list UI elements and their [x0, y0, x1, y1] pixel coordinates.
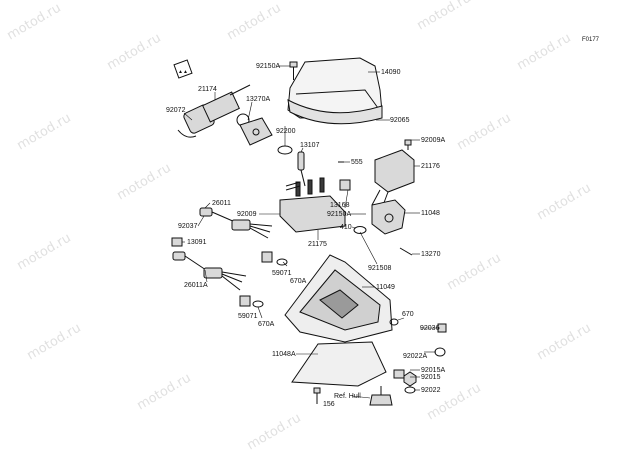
- label-410: 410: [340, 224, 352, 231]
- watermark: motod.ru: [515, 31, 574, 74]
- part-connector-13168: [339, 179, 351, 191]
- part-screw-156: [313, 387, 321, 404]
- watermark: motod.ru: [455, 111, 514, 154]
- watermark: motod.ru: [15, 231, 74, 274]
- watermark: motod.ru: [5, 1, 64, 44]
- part-case-11049: [284, 254, 393, 343]
- tag-icon: ▲▲: [173, 59, 193, 79]
- part-unit-21176: [371, 139, 415, 209]
- part-hull-mount: [369, 386, 393, 406]
- label-59071-2: 59071: [238, 313, 258, 320]
- label-11048a: 11048A: [272, 351, 296, 358]
- label-13168: 13168: [330, 202, 350, 209]
- part-bracket-13270a: [239, 117, 273, 146]
- label-26011a: 26011A: [184, 282, 208, 289]
- part-cover-14090: [287, 57, 383, 125]
- watermark: motod.ru: [135, 371, 194, 414]
- label-21176: 21176: [421, 163, 440, 170]
- label-92037: 92037: [178, 223, 198, 230]
- watermark: motod.ru: [105, 31, 164, 74]
- label-92150a-2: 92150A: [327, 211, 351, 218]
- label-ref-hull: Ref. Hull: [334, 393, 361, 400]
- watermark: motod.ru: [445, 251, 504, 294]
- label-11049: 11049: [376, 284, 395, 291]
- part-clip-92072: [177, 129, 197, 138]
- label-670a-2: 670A: [258, 321, 275, 328]
- label-11048: 11048: [421, 210, 440, 217]
- label-92009a: 92009A: [421, 137, 445, 144]
- watermark: motod.ru: [115, 161, 174, 204]
- part-washer-410: [353, 226, 367, 234]
- part-cap-13091: [171, 237, 183, 247]
- label-92015a: 92015A: [421, 367, 445, 374]
- label-13091: 13091: [187, 239, 207, 246]
- diagram-code: F0177: [582, 37, 600, 43]
- part-hardware-92015a: [393, 369, 405, 379]
- label-92072: 92072: [166, 107, 186, 114]
- label-21175: 21175: [308, 241, 327, 248]
- label-13270a: 13270A: [246, 96, 270, 103]
- part-bolt-92150a: [289, 61, 298, 80]
- label-92200: 92200: [276, 128, 296, 135]
- label-92022: 92022: [421, 387, 441, 394]
- label-13270: 13270: [421, 251, 441, 258]
- label-92150a: 92150A: [256, 63, 280, 70]
- part-cable-13107: [297, 151, 306, 187]
- part-hardware-92022: [404, 386, 416, 394]
- part-oring-670: [389, 318, 399, 326]
- label-92009: 92009: [237, 211, 257, 218]
- part-cord-26011a: [172, 251, 247, 291]
- label-670a: 670A: [290, 278, 307, 285]
- watermark: motod.ru: [535, 321, 594, 364]
- label-92036: 92036: [420, 325, 440, 332]
- watermark: motod.ru: [535, 181, 594, 224]
- watermark: motod.ru: [225, 1, 284, 44]
- watermark: motod.ru: [415, 0, 474, 33]
- part-washer-92200: [277, 145, 293, 155]
- label-26011: 26011: [212, 200, 231, 207]
- part-labels: 92150A 14090 21174 13270A 92072 92200 92…: [166, 63, 445, 408]
- part-cord-26011: [199, 207, 273, 239]
- label-13107: 13107: [300, 142, 320, 149]
- leader-lines: [182, 65, 440, 399]
- part-hardware-92015: [403, 371, 417, 387]
- label-92022a: 92022A: [403, 353, 427, 360]
- label-59071: 59071: [272, 270, 292, 277]
- svg-text:▲▲: ▲▲: [178, 69, 188, 75]
- watermark: motod.ru: [15, 111, 74, 154]
- watermark: motod.ru: [25, 321, 84, 364]
- label-14090: 14090: [381, 69, 401, 76]
- label-156: 156: [323, 401, 335, 408]
- part-motor-21174: [183, 84, 251, 134]
- label-21174: 21174: [198, 86, 217, 93]
- label-92065: 92065: [390, 117, 410, 124]
- label-555: 555: [351, 159, 363, 166]
- label-92015: 92015: [421, 374, 441, 381]
- part-bracket-11048: [371, 199, 406, 235]
- label-921508: 921508: [368, 265, 391, 272]
- part-plate-11048a: [291, 341, 387, 387]
- part-fitting-59071: [261, 251, 288, 266]
- part-pin-13270: [399, 247, 413, 256]
- part-fitting-59071-lower: [239, 295, 264, 308]
- watermark: motod.ru: [245, 411, 304, 454]
- label-670: 670: [402, 311, 414, 318]
- part-regulator-21175: [279, 177, 346, 233]
- part-hardware-92022a: [434, 347, 446, 357]
